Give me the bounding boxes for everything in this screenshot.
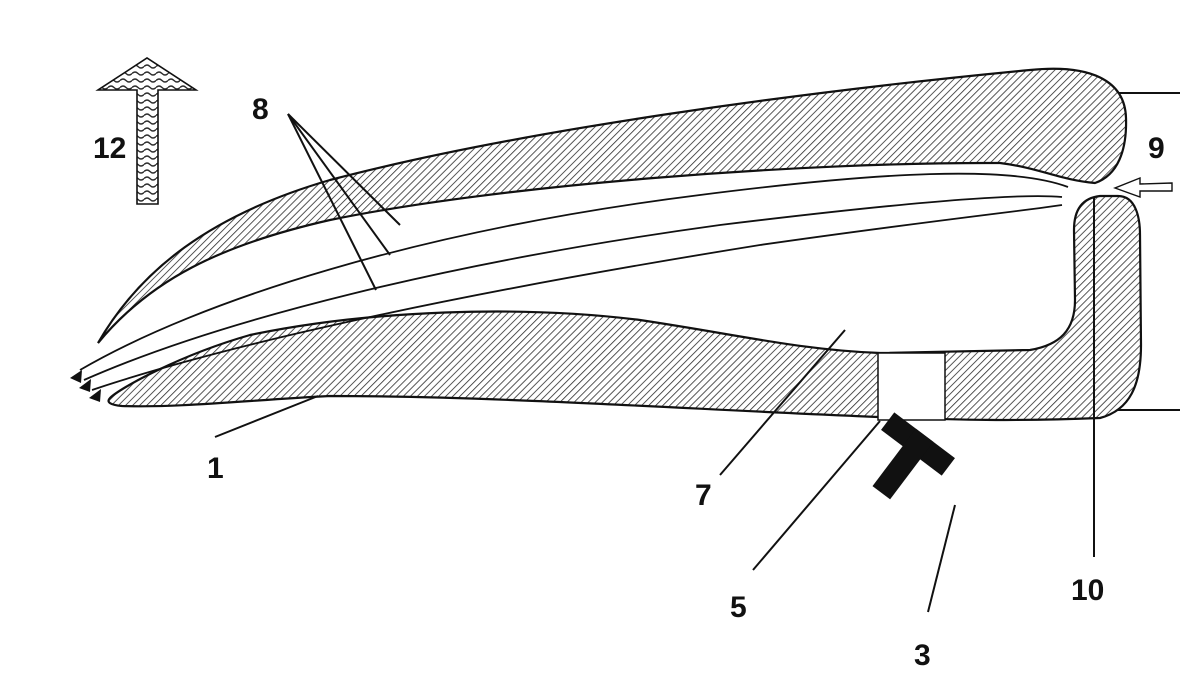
leader-1 — [214, 395, 319, 438]
leader-8-c — [287, 113, 377, 291]
upper-wall — [97, 67, 1128, 344]
label-5: 5 — [730, 591, 747, 624]
streamline-upper — [79, 172, 1069, 371]
outlet-triangle-marker — [79, 379, 91, 392]
streamline-middle — [83, 195, 1063, 381]
inlet-arrow — [1113, 176, 1173, 198]
streamline-lower — [91, 204, 1063, 391]
label-3: 3 — [914, 639, 931, 672]
label-1: 1 — [207, 452, 224, 485]
label-10: 10 — [1071, 574, 1104, 607]
leader-8-b — [287, 113, 391, 256]
leader-5 — [752, 420, 881, 571]
label-8: 8 — [252, 93, 269, 126]
leader-3 — [927, 504, 956, 613]
direction-arrow-icon — [95, 57, 199, 205]
window — [877, 352, 946, 421]
label-12: 12 — [93, 132, 126, 165]
label-9: 9 — [1148, 132, 1165, 165]
leader-7 — [719, 329, 846, 476]
leader-8-a — [287, 113, 401, 226]
outlet-triangle-marker — [89, 389, 101, 402]
label-7: 7 — [695, 479, 712, 512]
t-actuator — [872, 412, 955, 500]
outlet-triangle-marker — [70, 370, 82, 383]
